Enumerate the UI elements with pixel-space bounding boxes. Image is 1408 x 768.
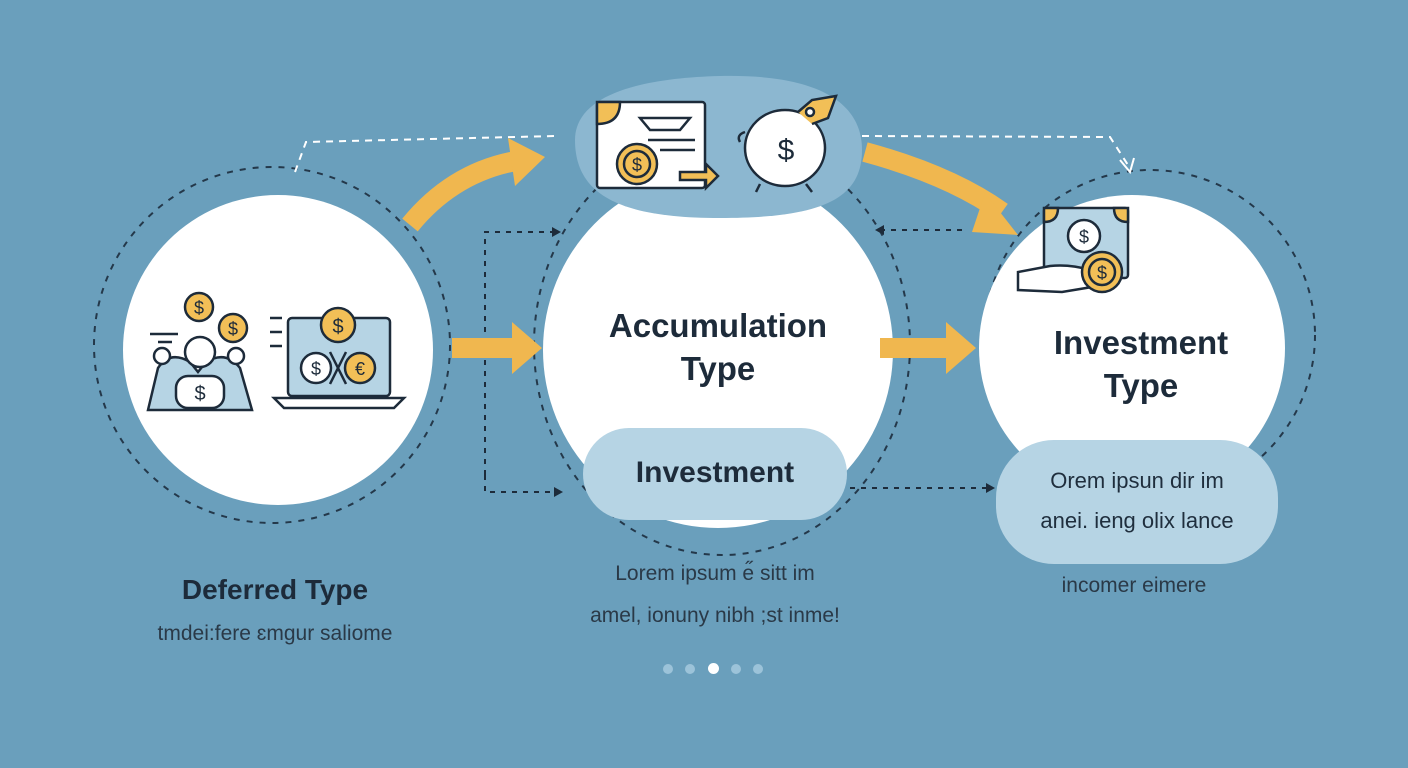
pagination-dot-active[interactable] (708, 663, 719, 674)
arrowhead-mid-right-bottom (986, 483, 995, 493)
pill-text-line1: Orem ipsun dir im (1050, 468, 1224, 493)
pill-label-investment: Investment (635, 456, 795, 489)
pagination-dot[interactable] (663, 664, 673, 674)
svg-text:$: $ (228, 319, 238, 339)
pagination-dot[interactable] (731, 664, 741, 674)
stage-title-investment-line1: Investment (1053, 324, 1229, 361)
svg-text:$: $ (1079, 227, 1089, 247)
flow-arrowhead-curved-right (972, 193, 1018, 235)
dashed-connector-mid-left-bottom (484, 475, 560, 493)
svg-text:$: $ (194, 383, 205, 405)
arrowhead-mid-left-bottom (554, 487, 563, 497)
stage-caption-accumulation-line1: Lorem ipsum e̋ sitt im (615, 562, 815, 585)
pill-text-line2: anei. ieng olix lance (1040, 508, 1234, 533)
coins-people-icon: $ $ $ (146, 291, 254, 412)
hand-money-icon: $ $ (1016, 206, 1130, 294)
arrowhead-top-right (1119, 157, 1135, 175)
orbit-ring-left (93, 166, 451, 524)
currency-exchange-laptop-icon: $ € $ (270, 306, 408, 410)
flow-arrow-curved-right (862, 142, 1008, 221)
stage-caption-investment: incomer eimere (1061, 574, 1207, 597)
svg-text:$: $ (632, 155, 642, 175)
pagination-dot[interactable] (685, 664, 695, 674)
svg-text:$: $ (194, 298, 204, 318)
pagination-dot[interactable] (753, 664, 763, 674)
flow-arrow-straight-left (452, 322, 542, 374)
stage-title-accumulation-line1: Accumulation (608, 307, 828, 344)
svg-text:$: $ (778, 134, 795, 167)
dashed-connector-mid-left-top (484, 231, 558, 475)
stage-caption-accumulation-line2: amel, ionuny nibh ;st inme! (590, 604, 840, 627)
stage-title-deferred: Deferred Type (181, 574, 369, 605)
dashed-connector-top-left (294, 135, 556, 173)
pagination-dots[interactable] (663, 662, 765, 676)
document-coin-icon: $ (595, 100, 720, 192)
stage-title-accumulation-line2: Type (680, 350, 756, 387)
piggy-bank-icon: $ (737, 94, 838, 193)
arrowhead-mid-left-top (552, 227, 561, 237)
pill-investment-right (996, 440, 1278, 564)
svg-text:$: $ (311, 359, 321, 379)
stage-caption-deferred: tmdei:fere ɛmgur saliome (157, 622, 393, 645)
arrowhead-mid-right-top (875, 225, 884, 235)
flow-arrowhead-curved-left (508, 138, 545, 186)
svg-text:€: € (355, 359, 365, 379)
dashed-connector-top-right (861, 135, 1129, 166)
flow-arrow-straight-right (880, 322, 976, 374)
svg-text:$: $ (332, 316, 343, 338)
flow-arrow-curved-left (402, 150, 524, 232)
svg-text:$: $ (1097, 263, 1107, 283)
stage-circle-deferred (123, 195, 433, 505)
stage-title-investment-line2: Type (1103, 367, 1179, 404)
orbit-ring-right (984, 169, 1316, 501)
pill-investment-middle (583, 428, 847, 520)
